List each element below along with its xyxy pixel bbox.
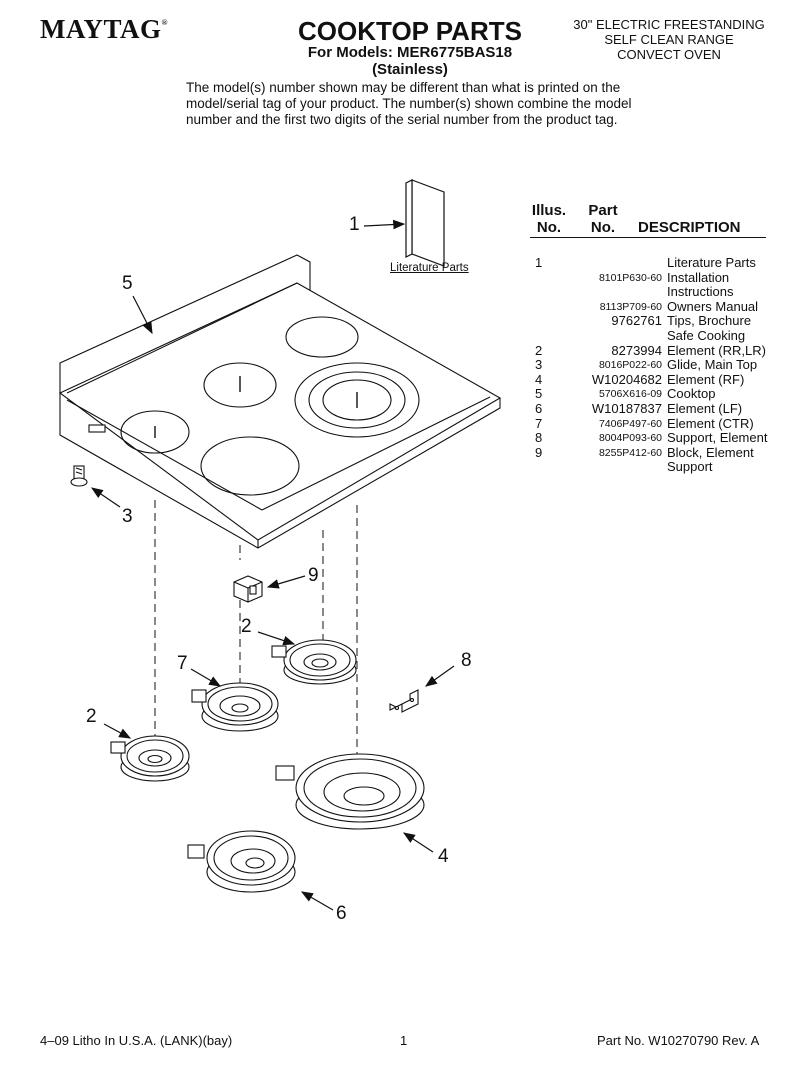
- part-number: 5706X616-09: [598, 388, 662, 401]
- part-number: 8004P093-60: [598, 432, 662, 445]
- parts-row: Instructions: [535, 285, 797, 300]
- illus-number: 5: [535, 386, 543, 402]
- brand-logo: MAYTAG®: [40, 14, 168, 45]
- parts-row: Support: [535, 460, 797, 475]
- range-line-2: SELF CLEAN RANGE: [604, 32, 734, 47]
- range-description: 30" ELECTRIC FREESTANDING SELF CLEAN RAN…: [560, 17, 778, 62]
- part-number: 8101P630-60: [598, 271, 662, 284]
- literature-parts-book: [405, 179, 445, 267]
- callout-2-lower: 2: [86, 706, 97, 727]
- finish-label: (Stainless): [372, 61, 448, 78]
- part-description: Cooktop: [667, 386, 716, 402]
- callout-9: 9: [308, 565, 319, 586]
- element-support-block: [233, 575, 263, 603]
- element-lf: [187, 830, 296, 893]
- description-col-header: DESCRIPTION: [638, 219, 741, 236]
- part-number: 8113P709-60: [599, 300, 662, 313]
- illus-number: 1: [535, 255, 543, 270]
- parts-row: 5 5706X616-09 Cooktop: [535, 387, 797, 402]
- illus-col-header-line2: No.: [536, 219, 562, 236]
- callout-3: 3: [122, 506, 133, 527]
- callout-1: 1: [349, 214, 360, 235]
- part-description: Installation: [667, 269, 730, 285]
- parts-row: 9 8255P412-60 Block, Element: [535, 444, 797, 461]
- element-support-bracket: [389, 689, 419, 713]
- part-description: Element (RR,LR): [667, 342, 766, 358]
- illus-number: 6: [535, 400, 543, 416]
- callout-2-upper: 2: [241, 616, 252, 637]
- part-number: 8273994: [611, 342, 662, 358]
- illus-number: 2: [535, 342, 543, 358]
- page-title: COOKTOP PARTS: [298, 16, 522, 46]
- part-description: Safe Cooking: [667, 327, 746, 343]
- illus-col-header: Illus. No.: [528, 202, 570, 236]
- parts-row: 7 7406P497-60 Element (CTR): [535, 415, 797, 432]
- parts-row: 9762761 Tips, Brochure: [535, 314, 797, 329]
- part-description: Support, Element: [667, 430, 768, 446]
- part-col-header-line2: No.: [590, 219, 616, 236]
- callout-5: 5: [122, 273, 133, 294]
- range-line-3: CONVECT OVEN: [617, 47, 721, 62]
- part-description: Support: [667, 459, 713, 475]
- models-line: For Models: MER6775BAS18: [307, 44, 513, 61]
- parts-row: Safe Cooking: [535, 327, 797, 344]
- part-number: 8255P412-60: [598, 446, 662, 459]
- parts-row: 8113P709-60 Owners Manual: [535, 298, 797, 315]
- part-number: W10204682: [591, 371, 662, 387]
- part-description: Element (CTR): [667, 415, 754, 431]
- callout-8: 8: [461, 650, 472, 671]
- parts-row: 2 8273994 Element (RR,LR): [535, 342, 797, 359]
- part-description: Instructions: [667, 284, 734, 300]
- illus-number: 7: [535, 415, 543, 431]
- callout-6: 6: [336, 903, 347, 924]
- element-lr: [110, 735, 190, 782]
- part-description: Glide, Main Top: [667, 357, 758, 373]
- parts-list-table: 1 Literature Parts 8101P630-60 Installation…: [535, 255, 797, 475]
- model-number-note: The model(s) number shown may be differe…: [186, 80, 632, 127]
- part-description: Owners Manual: [667, 298, 759, 314]
- part-number: 7406P497-60: [598, 417, 662, 430]
- header-rule: [530, 237, 766, 238]
- parts-row: 6 W10187837 Element (LF): [535, 400, 797, 417]
- illus-col-header-line1: Illus.: [531, 202, 567, 219]
- literature-parts-label: Literature Parts: [390, 262, 469, 274]
- illus-number: 8: [535, 430, 543, 446]
- page-number: 1: [400, 1033, 408, 1048]
- part-description: Literature Parts: [667, 255, 756, 270]
- registered-mark: ®: [161, 18, 168, 27]
- part-col-header: Part No.: [580, 202, 626, 236]
- footer-print-info: 4–09 Litho In U.S.A. (LANK)(bay): [40, 1033, 233, 1048]
- part-number: 8016P022-60: [598, 359, 662, 372]
- illus-number: 3: [535, 357, 543, 373]
- illus-number: 4: [535, 371, 543, 387]
- element-rf: [275, 753, 425, 830]
- part-col-header-line1: Part: [588, 202, 618, 219]
- element-ctr: [191, 682, 279, 732]
- parts-row: 8101P630-60 Installation: [535, 269, 797, 286]
- document-part-number: Part No. W10270790 Rev. A: [597, 1033, 760, 1048]
- parts-row: 1 Literature Parts: [535, 255, 797, 271]
- illus-number: 9: [535, 444, 543, 460]
- alignment-guides: [154, 500, 358, 760]
- callout-4: 4: [438, 846, 449, 867]
- model-info: For Models: MER6775BAS18 (Stainless): [260, 44, 560, 78]
- callout-7: 7: [177, 653, 188, 674]
- element-rr: [271, 639, 357, 685]
- range-line-1: 30" ELECTRIC FREESTANDING: [573, 17, 765, 32]
- part-description: Block, Element: [667, 444, 754, 460]
- callout-arrows: [91, 219, 455, 911]
- part-description: Element (LF): [667, 400, 743, 416]
- glide-main-top: [70, 465, 88, 487]
- cooktop-panel: [58, 254, 502, 549]
- part-description: Element (RF): [667, 371, 745, 387]
- parts-row: 4 W10204682 Element (RF): [535, 371, 797, 388]
- parts-row: 3 8016P022-60 Glide, Main Top: [535, 358, 797, 373]
- part-description: Tips, Brochure: [667, 313, 752, 329]
- part-number: 9762761: [611, 313, 662, 329]
- brand-name: MAYTAG: [40, 14, 162, 44]
- parts-row: 8 8004P093-60 Support, Element: [535, 431, 797, 446]
- part-number: W10187837: [591, 400, 662, 416]
